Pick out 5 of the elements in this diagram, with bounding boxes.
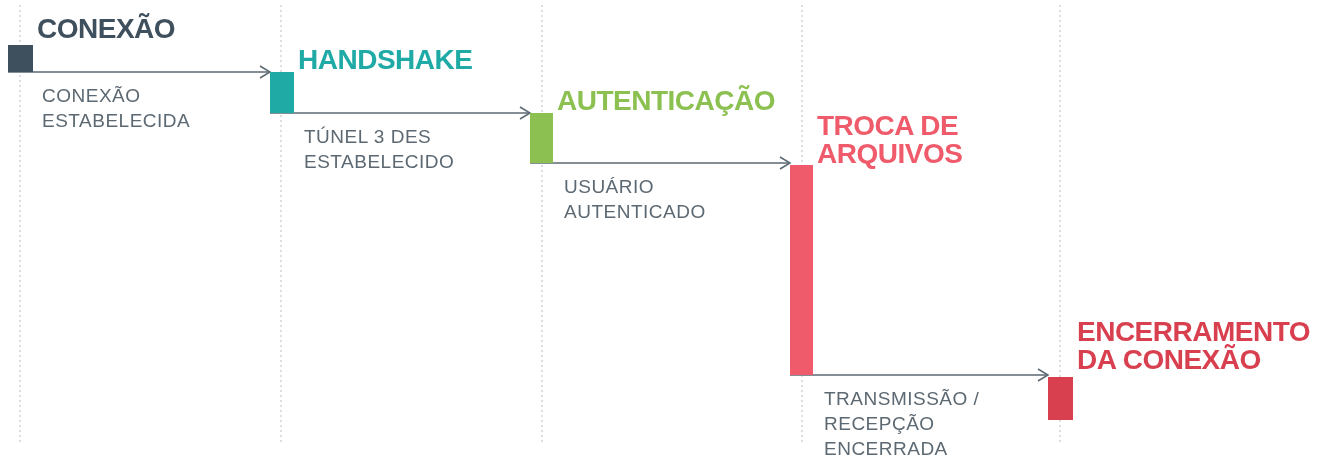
phase-heading: AUTENTICAÇÃO <box>557 87 776 115</box>
phase-heading: CONEXÃO <box>37 15 177 43</box>
phase-heading: ENCERRAMENTO DA CONEXÃO <box>1077 318 1312 374</box>
phase-heading: TROCA DE ARQUIVOS <box>817 112 964 168</box>
phase-heading: HANDSHAKE <box>298 46 474 74</box>
